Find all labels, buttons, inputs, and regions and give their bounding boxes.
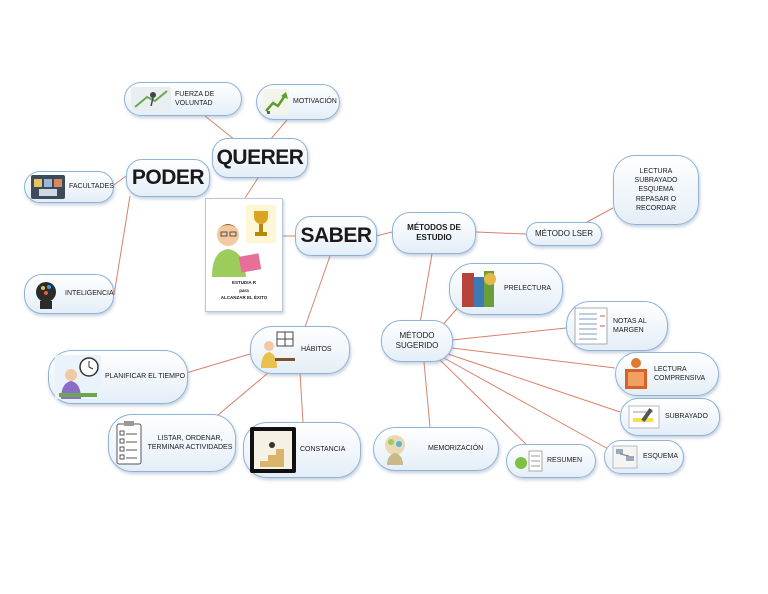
resumen-node[interactable]: RESUMEN xyxy=(506,444,596,478)
habitos-node[interactable]: HÁBITOS xyxy=(250,326,350,374)
saber-label: SABER xyxy=(300,224,372,247)
fuerza-label: FUERZA DE VOLUNTAD xyxy=(175,90,215,107)
fuerza-voluntad-node[interactable]: FUERZA DE VOLUNTAD xyxy=(124,82,242,116)
diagram-icon xyxy=(611,444,639,470)
brain-head-icon xyxy=(31,278,61,310)
subrayado-node[interactable]: SUBRAYADO xyxy=(620,398,720,436)
card-line-2: para xyxy=(239,288,249,293)
comprensiva-label: LECTURA COMPRENSIVA xyxy=(654,365,706,382)
clock-person-icon xyxy=(55,355,101,399)
annotated-page-icon xyxy=(573,306,609,346)
edge-sugerido-resumen xyxy=(439,359,533,451)
edge-querer-motivacion xyxy=(269,119,288,141)
planificar-tiempo-node[interactable]: PLANIFICAR EL TIEMPO xyxy=(48,350,188,404)
reading-book-icon xyxy=(622,357,650,391)
edge-metodos-lser xyxy=(475,231,527,235)
facultades-label: FACULTADES xyxy=(69,183,114,191)
querer-node[interactable]: QUERER xyxy=(212,138,308,178)
memorizacion-node[interactable]: MEMORIZACIÓN xyxy=(373,427,499,471)
edge-sugerido-notas xyxy=(451,327,567,341)
edge-habitos-planificar xyxy=(185,353,251,374)
edge-metodos-sugerido xyxy=(419,253,433,324)
esquema-label: ESQUEMA xyxy=(643,453,679,461)
edge-sugerido-memorizacion xyxy=(423,361,431,428)
lser-steps-label: LECTURA SUBRAYADO ESQUEMA REPASAR O RECO… xyxy=(634,168,678,212)
edge-habitos-listar xyxy=(211,372,269,421)
edge-poder-facultades xyxy=(113,175,127,186)
subrayado-label: SUBRAYADO xyxy=(665,413,708,421)
constancia-node[interactable]: CONSTANCIA xyxy=(243,422,361,478)
studying-person-icon xyxy=(257,330,297,370)
edge-saber-habitos xyxy=(304,255,331,328)
edge-sugerido-subrayado xyxy=(447,353,621,413)
notas-label: NOTAS AL MARGEN xyxy=(613,317,647,334)
inteligencia-node[interactable]: INTELIGENCIA xyxy=(24,274,114,314)
prelectura-node[interactable]: PRELECTURA xyxy=(449,263,563,315)
metodo-sugerido-node[interactable]: MÉTODO SUGERIDO xyxy=(381,320,453,362)
notas-margen-node[interactable]: NOTAS AL MARGEN xyxy=(566,301,668,351)
metodo-lser-node[interactable]: MÉTODO LSER xyxy=(526,222,602,246)
edge-habitos-constancia xyxy=(299,372,304,423)
motivacion-node[interactable]: MOTIVACIÓN xyxy=(256,84,340,120)
listar-label: LISTAR, ORDENAR, TERMINAR ACTIVIDADES xyxy=(147,434,233,451)
climbing-person-icon xyxy=(131,87,171,111)
memory-head-icon xyxy=(380,432,410,466)
habitos-label: HÁBITOS xyxy=(301,346,332,354)
growth-arrow-icon xyxy=(263,89,289,115)
lser-label: MÉTODO LSER xyxy=(534,228,594,238)
student-trophy-illustration xyxy=(212,205,276,277)
edge-lser-steps xyxy=(586,207,614,223)
memorizacion-label: MEMORIZACIÓN xyxy=(428,445,484,453)
querer-label: QUERER xyxy=(216,146,304,169)
edge-saber-metodos xyxy=(375,231,393,237)
edge-sugerido-esquema xyxy=(443,357,611,451)
motivacion-label: MOTIVACIÓN xyxy=(293,98,337,106)
facultades-node[interactable]: FACULTADES xyxy=(24,171,114,203)
poder-node[interactable]: PODER xyxy=(126,159,210,197)
edge-poder-inteligencia xyxy=(113,195,131,296)
faculties-icon xyxy=(31,175,65,199)
card-line-3: ALCANZAR EL ÉXITO xyxy=(220,295,268,300)
inteligencia-label: INTELIGENCIA xyxy=(65,290,114,298)
lectura-comprensiva-node[interactable]: LECTURA COMPRENSIVA xyxy=(615,352,719,396)
edge-querer-card xyxy=(244,177,259,199)
summary-document-icon xyxy=(513,449,543,473)
edge-querer-fuerza xyxy=(204,115,236,141)
poder-label: PODER xyxy=(131,166,205,189)
saber-node[interactable]: SABER xyxy=(295,216,377,256)
listar-ordenar-node[interactable]: LISTAR, ORDENAR, TERMINAR ACTIVIDADES xyxy=(108,414,236,472)
books-stack-icon xyxy=(456,267,500,311)
card-line-1: ESTUDIA R xyxy=(231,280,257,285)
planificar-label: PLANIFICAR EL TIEMPO xyxy=(105,373,186,381)
lser-steps-node[interactable]: LECTURA SUBRAYADO ESQUEMA REPASAR O RECO… xyxy=(613,155,699,225)
sugerido-label: MÉTODO SUGERIDO xyxy=(395,330,439,350)
student-card: ESTUDIA R para ALCANZAR EL ÉXITO xyxy=(205,198,283,312)
resumen-label: RESUMEN xyxy=(547,457,583,465)
metodos-estudio-node[interactable]: MÉTODOS DE ESTUDIO xyxy=(392,212,476,254)
prelectura-label: PRELECTURA xyxy=(504,285,552,293)
constancia-label: CONSTANCIA xyxy=(300,446,346,454)
checklist-icon xyxy=(115,420,143,466)
esquema-node[interactable]: ESQUEMA xyxy=(604,440,684,474)
edge-sugerido-comprensiva xyxy=(451,347,616,369)
highlighter-icon xyxy=(627,404,661,430)
stairs-climber-icon xyxy=(250,427,296,473)
metodos-label: MÉTODOS DE ESTUDIO xyxy=(407,222,461,242)
